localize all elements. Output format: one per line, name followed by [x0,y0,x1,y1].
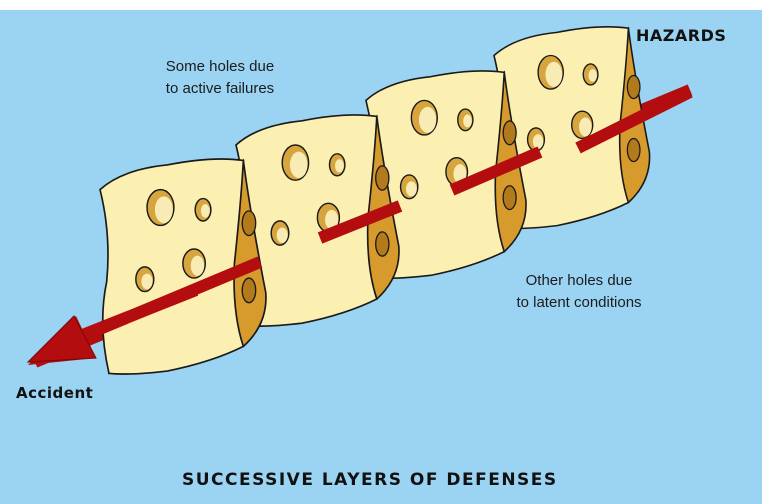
latent-conditions-note: Other holes due to latent conditions [484,270,674,314]
active-failures-note: Some holes due to active failures [140,56,300,100]
active-failures-line-1: Some holes due [140,56,300,78]
accident-label: Accident [16,384,93,402]
hazards-label: HAZARDS [636,26,726,45]
latent-conditions-line-2: to latent conditions [484,292,674,314]
latent-conditions-line-1: Other holes due [484,270,674,292]
active-failures-line-2: to active failures [140,78,300,100]
footer-title: SUCCESSIVE LAYERS OF DEFENSES [182,470,558,490]
